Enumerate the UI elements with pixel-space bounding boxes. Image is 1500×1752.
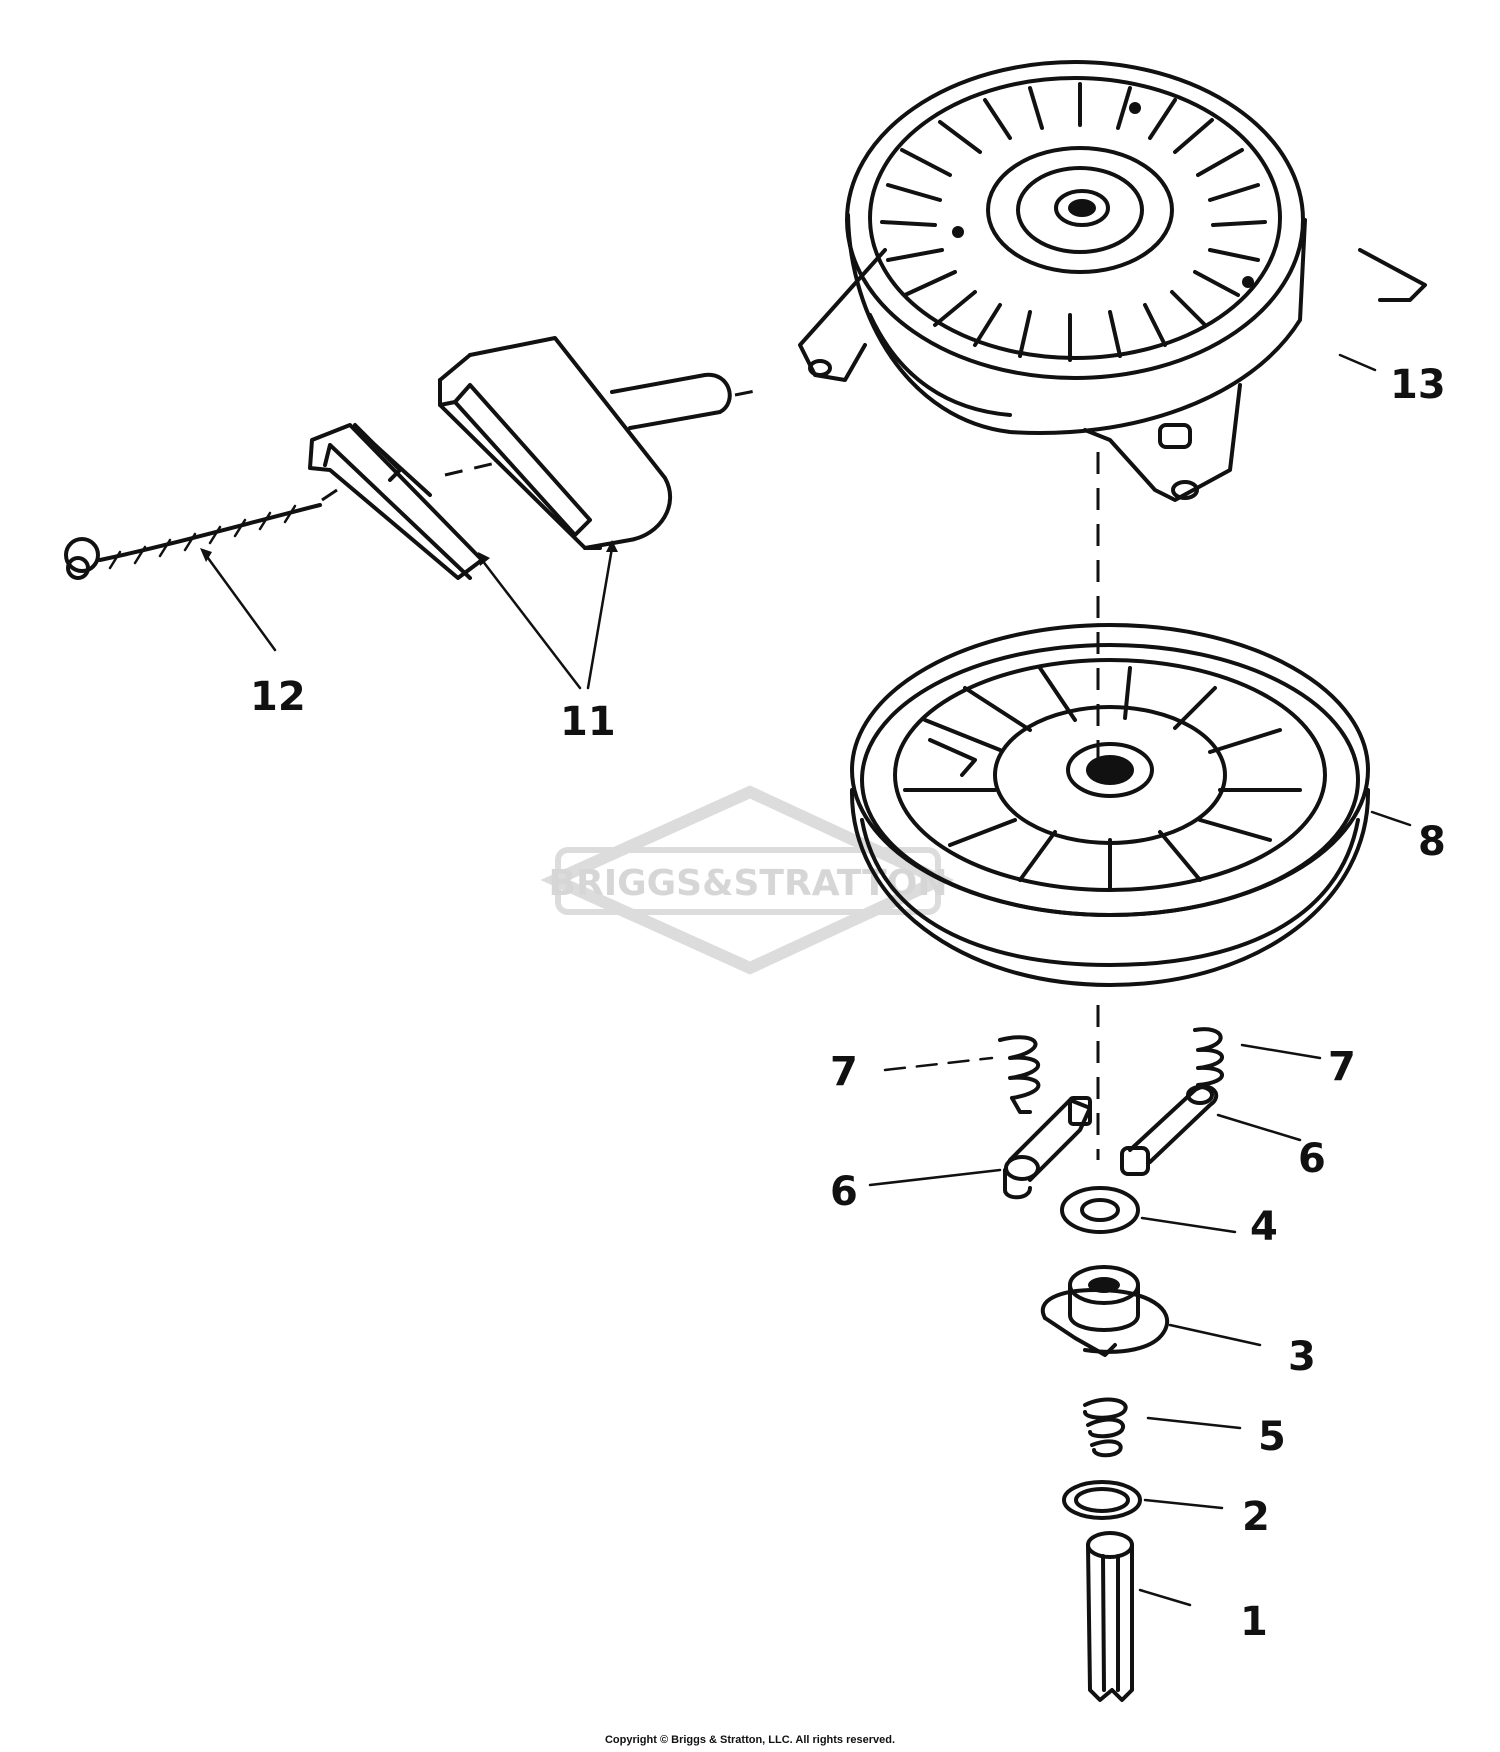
leader-lines — [200, 353, 1412, 1607]
callout-12: 12 — [250, 674, 306, 720]
callout-13: 11 — [560, 699, 616, 745]
callout-4: 4 — [1250, 1204, 1278, 1250]
copyright-notice: Copyright © Briggs & Stratton, LLC. All … — [604, 1734, 896, 1746]
part-1-pin — [1086, 1531, 1134, 1702]
part-11-starter-housing — [798, 60, 1427, 502]
callout-labels: 13 12 11 8 7 7 6 6 4 3 5 2 1 — [250, 362, 1446, 1645]
part-13-handle — [308, 336, 732, 580]
part-7-spring-right — [1193, 1027, 1224, 1087]
part-6-pawl-right — [1120, 1084, 1219, 1176]
part-6-pawl-left — [1003, 1096, 1092, 1200]
callout-8: 8 — [1418, 819, 1446, 865]
callout-1: 1 — [1240, 1599, 1268, 1645]
part-12-rope — [64, 388, 761, 580]
callout-7-right: 7 — [1328, 1044, 1356, 1090]
callout-7-left: 7 — [830, 1049, 858, 1095]
callout-6-right: 6 — [1298, 1136, 1326, 1182]
housing-louvers — [880, 82, 1267, 362]
part-2-washer — [1062, 1480, 1142, 1520]
part-4-washer — [1060, 1186, 1140, 1234]
callout-2: 2 — [1242, 1494, 1270, 1540]
part-3-ratchet — [1041, 1265, 1170, 1357]
pulley-spokes — [903, 666, 1302, 892]
part-8-pulley — [849, 623, 1371, 987]
part-7-spring-left — [998, 1035, 1041, 1114]
part-5-spring — [1083, 1397, 1128, 1458]
callout-5: 5 — [1258, 1414, 1286, 1460]
callout-3: 3 — [1288, 1334, 1316, 1380]
callout-6-left: 6 — [830, 1169, 858, 1215]
callout-11: 13 — [1390, 362, 1446, 408]
